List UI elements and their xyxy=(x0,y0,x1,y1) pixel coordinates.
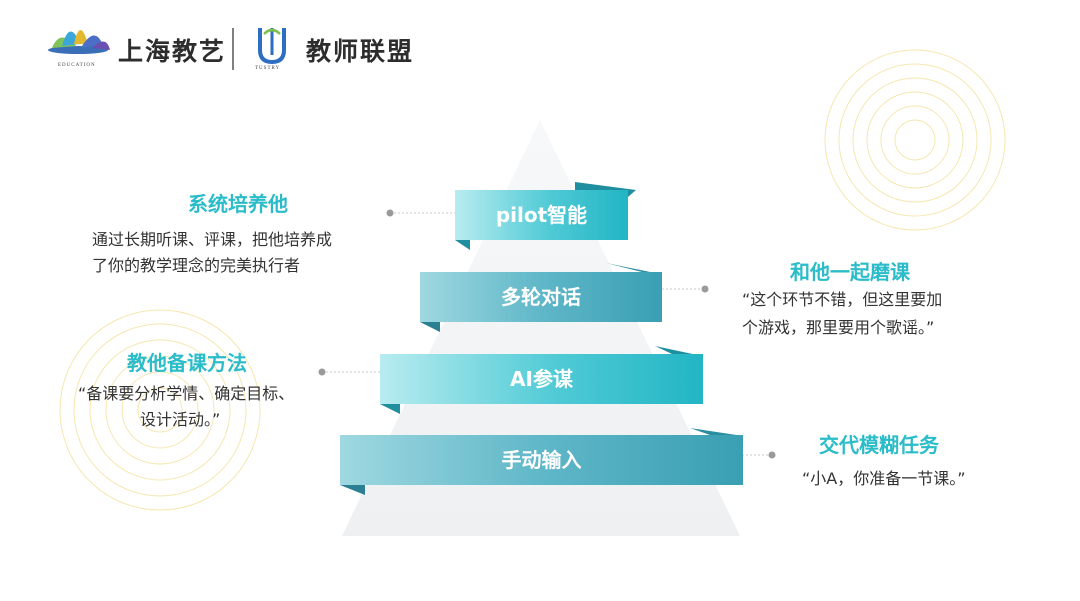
caption-title-top-left: 系统培养他 xyxy=(188,188,288,217)
brand-right-title: 教师联盟 xyxy=(306,32,414,68)
u-logo-icon xyxy=(260,28,284,62)
caption-text-top-right-line2: 个游戏，那里要用个歌谣。” xyxy=(742,315,934,341)
brand-left-subtitle: EDUCATION xyxy=(58,63,96,68)
caption-text-mid-left-line2: 设计活动。” xyxy=(140,407,220,433)
connector-dot xyxy=(769,452,776,459)
connector-dot xyxy=(319,369,326,376)
caption-text-mid-left-line1: “备课要分析学情、确定目标、 xyxy=(78,381,294,407)
brand-right-subtitle: TUSTRY xyxy=(255,66,280,71)
caption-text-bottom-right-line1: “小A，你准备一节课。” xyxy=(802,466,966,492)
caption-text-top-left-line1: 通过长期听课、评课，把他培养成 xyxy=(92,227,332,253)
caption-text-top-right-line1: “这个环节不错，但这里要加 xyxy=(742,287,942,313)
tier-label-4: 手动输入 xyxy=(340,450,743,470)
tier-label-1: pilot智能 xyxy=(455,205,628,225)
tier-label-2: 多轮对话 xyxy=(420,287,662,307)
caption-title-mid-left: 教他备课方法 xyxy=(127,347,247,376)
caption-text-top-left-line2: 了你的教学理念的完美执行者 xyxy=(92,253,300,279)
connector-dot xyxy=(387,210,394,217)
caption-title-top-right: 和他一起磨课 xyxy=(790,256,910,285)
brand-left-title: 上海教艺 xyxy=(118,32,226,68)
connector-dot xyxy=(702,286,709,293)
caption-title-bottom-right: 交代模糊任务 xyxy=(819,429,939,458)
lotus-logo-icon xyxy=(48,30,110,54)
circles-right-decoration xyxy=(825,50,1005,230)
tier-label-3: AI参谋 xyxy=(380,369,703,389)
